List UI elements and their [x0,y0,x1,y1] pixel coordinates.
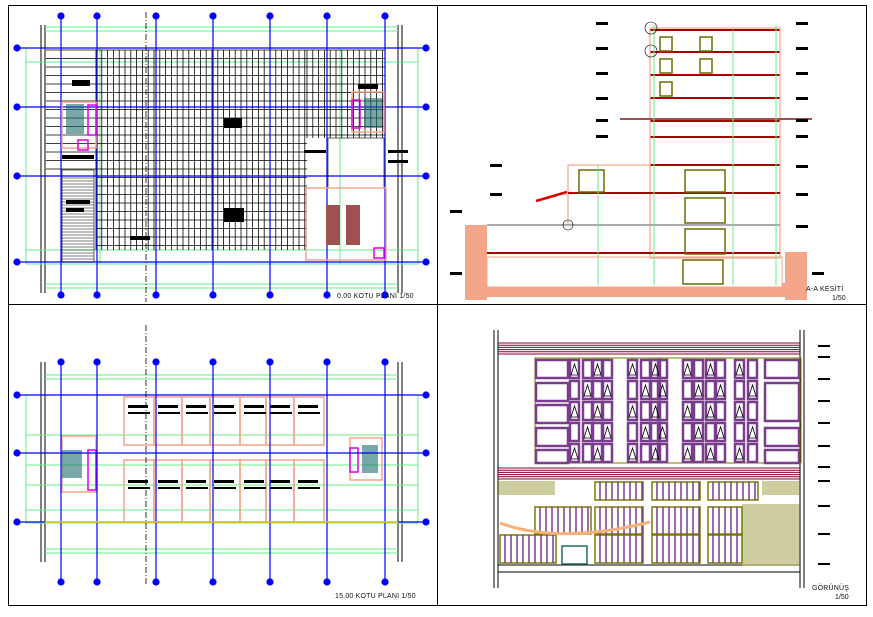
elevation-title: GÖRÜNÜŞ [812,585,850,592]
section-scale: 1/50 [832,295,846,302]
upper-plan-drawing [13,325,430,586]
section-title: A-A KESİTİ [806,286,844,293]
section-drawing [450,21,824,300]
upper-plan-title: 15.00 KOTU PLANI 1/50 [335,593,416,600]
ground-plan-drawing [13,12,430,302]
ground-plan-title: 0.00 KOTU PLANI 1/50 [337,293,414,300]
elevation-scale: 1/50 [835,594,849,601]
elevation-drawing [493,330,830,588]
